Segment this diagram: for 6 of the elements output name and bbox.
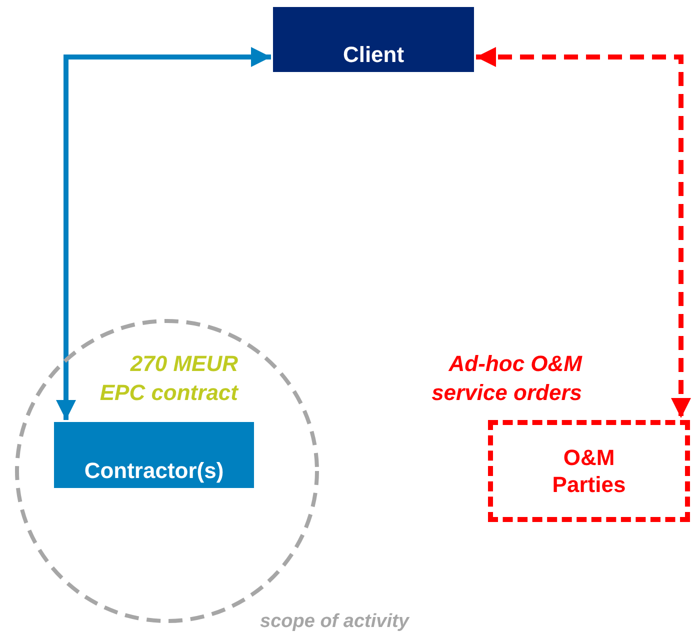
process-box: Contractor(s) bbox=[54, 422, 254, 488]
arrow bbox=[476, 47, 691, 418]
process-box: Client bbox=[273, 7, 474, 72]
scope-caption: scope of activity bbox=[260, 610, 409, 634]
arrow bbox=[56, 47, 271, 420]
dashed-box: O&M Parties bbox=[488, 420, 690, 522]
